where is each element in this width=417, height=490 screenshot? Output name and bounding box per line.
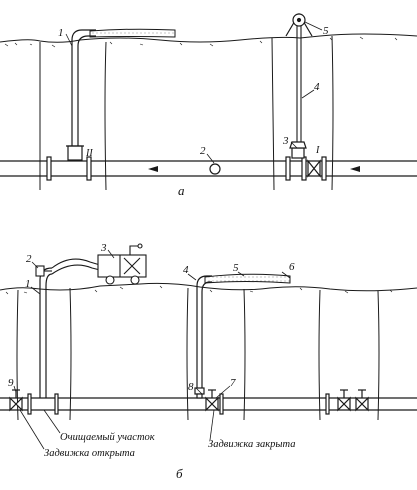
tee-left-a <box>46 145 92 181</box>
flow-arrow-a2 <box>350 166 360 172</box>
pig-icon <box>209 163 221 175</box>
hose-a <box>89 28 176 38</box>
diagram-b <box>0 243 417 450</box>
leader-b8 <box>195 387 203 395</box>
gauge-2-b <box>35 265 52 277</box>
rope-pipe-4-a <box>296 22 302 142</box>
label-b-8: 8 <box>188 381 194 393</box>
label-b-7: 7 <box>230 377 236 389</box>
label-a-1: 1 <box>58 27 64 39</box>
flange-8-b <box>194 387 205 399</box>
leader-a2 <box>206 153 215 164</box>
leader-open <box>19 409 45 450</box>
leader-b4 <box>187 273 197 281</box>
label-a-I: I <box>315 145 320 156</box>
riser-4-b <box>196 275 212 388</box>
pipeline-b <box>0 397 417 411</box>
label-a-2: 2 <box>200 145 206 157</box>
valve-I-a <box>285 156 327 181</box>
ground-line-b <box>0 282 417 292</box>
pipeline-a <box>0 160 417 177</box>
tee-left-b <box>27 267 59 415</box>
leader-b7 <box>215 385 231 399</box>
label-b-6: 6 <box>289 261 295 273</box>
leader-a5 <box>304 21 323 31</box>
annotation-cleaned-section: Очищаемый участок <box>60 432 155 443</box>
valve-7-b <box>205 389 224 415</box>
annotation-valve-open: Задвижка открыта <box>44 448 135 459</box>
flow-arrow-a1 <box>148 166 158 172</box>
label-b-9: 9 <box>8 377 14 389</box>
label-b-5: 5 <box>233 262 239 274</box>
diagram-a <box>0 12 417 191</box>
leader-a4 <box>301 89 315 99</box>
riser-pipe-a <box>71 29 96 146</box>
leader-b2 <box>31 261 39 269</box>
leader-closed <box>209 409 215 441</box>
caption-b: б <box>176 466 183 481</box>
hose-to-pump-b <box>51 258 101 269</box>
label-b-4: 4 <box>183 264 189 276</box>
launcher-3-a <box>289 141 307 159</box>
leader-a3 <box>290 141 298 149</box>
label-b-1: 1 <box>25 278 31 290</box>
pit-mid-b <box>186 287 246 421</box>
leader-b9 <box>13 385 17 393</box>
label-b-2: 2 <box>26 253 32 265</box>
label-a-3: 3 <box>282 135 289 147</box>
label-b-3: 3 <box>100 242 107 254</box>
label-a-4: 4 <box>314 81 320 93</box>
label-a-II: II <box>85 148 93 159</box>
annotation-valve-closed: Задвижка закрыта <box>208 439 295 450</box>
label-a-5: 5 <box>323 25 329 37</box>
hose-5-b <box>204 273 291 284</box>
valve-9-b <box>9 389 23 412</box>
leader-b1 <box>30 286 41 295</box>
leader-b5 <box>237 271 245 277</box>
pump-3-b <box>97 243 147 285</box>
ground-line-a <box>0 33 417 43</box>
leader-cleaned <box>43 409 61 434</box>
leader-b6 <box>281 271 291 279</box>
leader-b3 <box>107 249 115 259</box>
caption-a: а <box>178 183 185 198</box>
valves-right-b <box>325 389 369 415</box>
pit-right-b <box>318 289 380 421</box>
pit-right-a <box>271 35 334 191</box>
pulley-5-a <box>285 12 313 37</box>
leader-a1 <box>65 33 73 47</box>
pit-left-a <box>39 41 107 191</box>
pit-left-b <box>16 287 72 421</box>
